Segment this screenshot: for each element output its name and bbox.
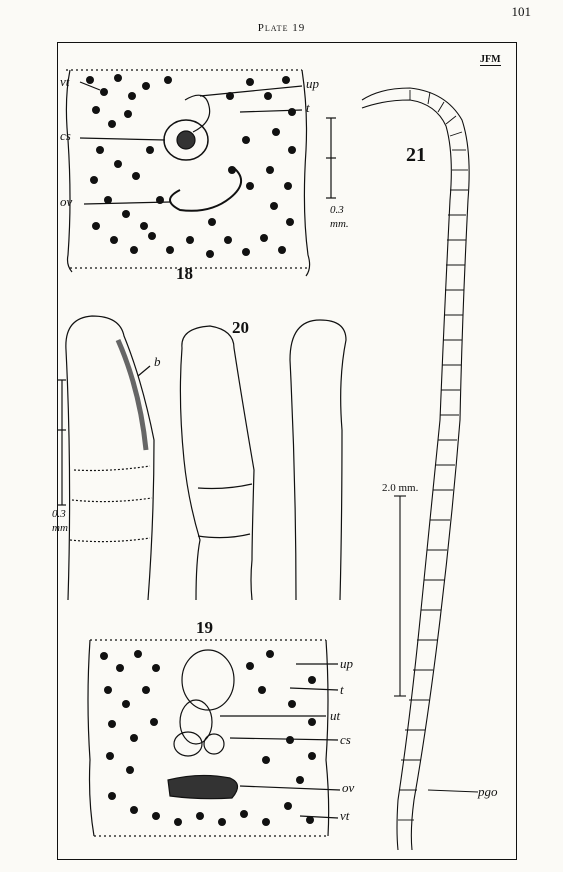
fig19-label-vt: vt: [340, 808, 350, 823]
figure-20-drawing: [58, 315, 347, 601]
fig20-scale-unit: mm: [52, 522, 68, 534]
fig18-label-ov: ov: [60, 194, 73, 209]
fig18-label-vt: vt: [60, 74, 70, 89]
fig21-label-pgo: pgo: [478, 784, 498, 799]
fig19-label-t: t: [340, 682, 344, 697]
fig18-label-t: t: [306, 100, 310, 115]
page-number: 101: [511, 4, 532, 19]
figure-21-drawing: [361, 87, 479, 851]
fig20-label-b: b: [154, 354, 161, 369]
plate-frame: [57, 42, 517, 860]
figure-18-drawing: [65, 69, 336, 277]
figure-19-number: 19: [196, 618, 213, 637]
figure-18-number: 18: [176, 264, 193, 283]
fig21-scale-label: 2.0 mm.: [382, 482, 419, 494]
fig20-scale-value: 0.3: [52, 508, 66, 520]
figure-20-number: 20: [232, 318, 249, 337]
fig18-label-up: up: [306, 76, 319, 91]
fig18-scale-unit: mm.: [330, 218, 349, 230]
figure-19-drawing: [87, 639, 341, 837]
figure-21-segments: [398, 90, 468, 821]
fig19-label-ut: ut: [330, 708, 341, 723]
figure-19-vitellaria: [100, 650, 316, 826]
plate-title: Plate 19: [257, 22, 306, 34]
fig19-label-ov: ov: [342, 780, 355, 795]
figure-18-vitellaria: [86, 74, 296, 258]
figure-21-number: 21: [406, 144, 426, 166]
artist-monogram: JFM: [480, 54, 501, 66]
fig18-label-cs: cs: [60, 128, 71, 143]
fig19-label-cs: cs: [340, 732, 351, 747]
fig19-label-up: up: [340, 656, 353, 671]
fig18-scale-value: 0.3: [330, 204, 344, 216]
